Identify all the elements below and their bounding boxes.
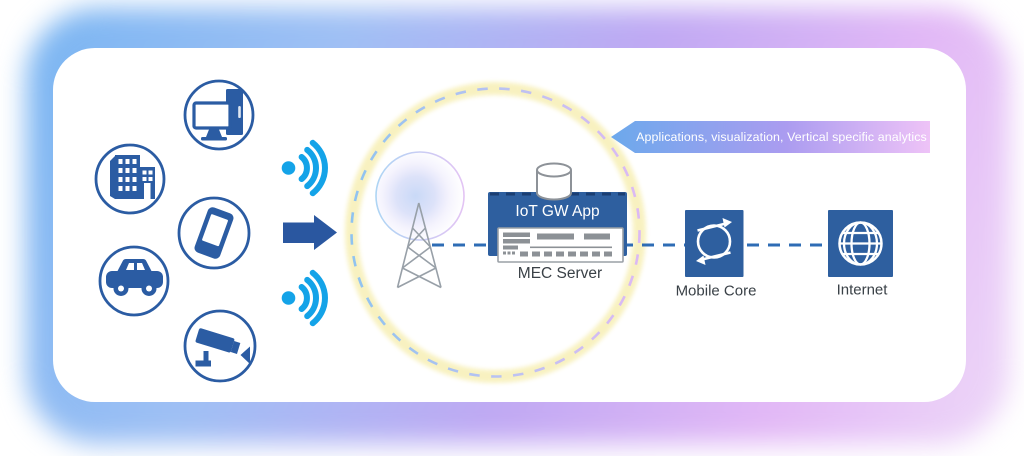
- database-cylinder-icon: [536, 162, 572, 201]
- internet-box: [828, 210, 893, 277]
- sync-arrows-icon: [696, 218, 732, 265]
- mec-server-label: MEC Server: [517, 264, 603, 282]
- cctv-camera-icon: [183, 309, 257, 383]
- banner-text: Applications, visualization, Vertical sp…: [636, 130, 927, 144]
- internet-label: Internet: [836, 281, 888, 299]
- desktop-computer-icon: [183, 79, 255, 151]
- mobile-core-box: [685, 210, 744, 277]
- globe-icon: [838, 221, 883, 266]
- wifi-signal-icon: [281, 269, 328, 327]
- iot-gw-app-label: IoT GW App: [515, 203, 600, 220]
- mobile-core-label: Mobile Core: [675, 282, 757, 300]
- mec-zone-circle: [345, 82, 646, 383]
- car-icon: [98, 245, 170, 317]
- smartphone-icon: [177, 196, 251, 270]
- building-icon: [94, 143, 166, 215]
- server-panel-icon: [497, 227, 624, 263]
- wifi-signal-icon: [281, 139, 328, 197]
- coverage-bubble: [375, 151, 465, 241]
- cell-tower-icon: [396, 202, 442, 289]
- banner-tag: Applications, visualization, Vertical sp…: [611, 121, 930, 153]
- arrow-right-icon: [283, 215, 337, 250]
